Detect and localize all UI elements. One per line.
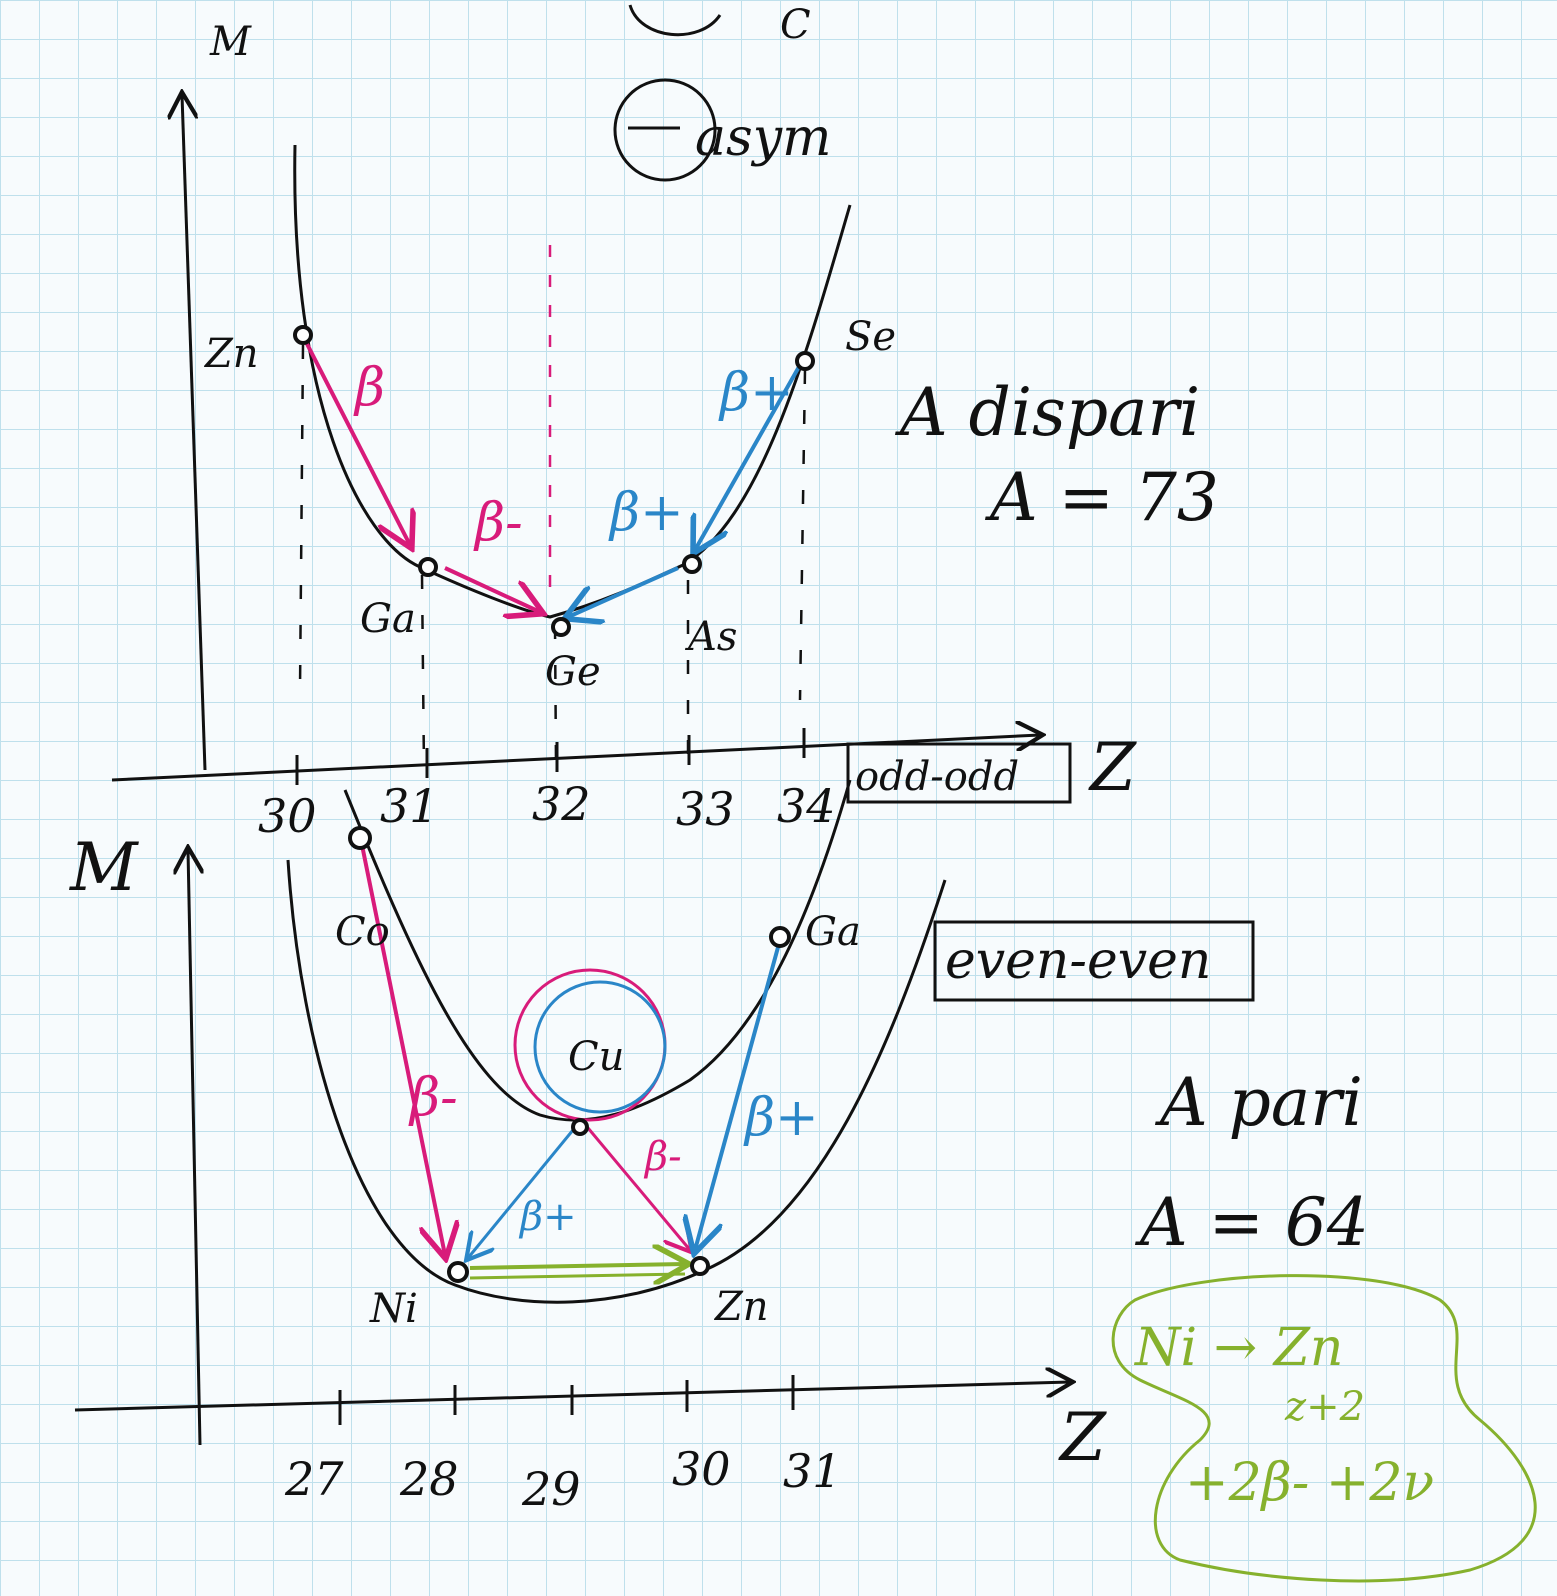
top-parabola <box>293 144 852 619</box>
top-tick-30: 30 <box>258 789 317 843</box>
top-y-axis <box>182 95 207 771</box>
top-mass-number: A = 73 <box>984 459 1219 536</box>
top-y-axis-label: M <box>209 19 252 65</box>
bottom-nuclide-ga: Ga <box>805 909 861 955</box>
asym-label: asym <box>695 108 831 168</box>
bottom-parabola-upper <box>343 779 852 1122</box>
top-decay-zn-ga <box>303 339 410 545</box>
bottom-double-beta-arrow <box>469 1264 685 1268</box>
top-tick-31: 31 <box>380 779 439 833</box>
double-beta-z-change: z+2 <box>1284 1384 1365 1430</box>
header-partial-circle <box>628 4 722 37</box>
bottom-tick-28: 28 <box>399 1452 459 1506</box>
top-nuclide-points <box>293 325 815 637</box>
top-title: A dispari <box>894 374 1200 451</box>
bottom-decay-ga-zn <box>695 939 782 1250</box>
bottom-decay-label-cu-ni: β+ <box>518 1194 577 1240</box>
top-tick-33: 33 <box>676 782 735 836</box>
bottom-nuclide-co: Co <box>335 909 390 955</box>
top-decay-as-ge <box>568 566 679 617</box>
bottom-box <box>933 920 1255 1002</box>
bottom-tick-27: 27 <box>284 1452 344 1506</box>
bottom-title: A pari <box>1154 1064 1363 1141</box>
top-nuclide-ge: Ge <box>545 649 601 695</box>
top-diagram: M Z 30 31 32 33 34 <box>111 19 1219 843</box>
top-tick-32: 32 <box>532 777 591 831</box>
top-nuclide-ga: Ga <box>360 596 416 642</box>
top-decay-ga-ge <box>444 566 540 612</box>
top-nuclide-as: As <box>684 614 737 660</box>
double-beta-blob <box>1111 1274 1537 1583</box>
bottom-tick-29: 29 <box>521 1462 581 1516</box>
bottom-y-axis <box>188 850 200 1446</box>
bottom-nuclide-zn: Zn <box>713 1284 769 1330</box>
bottom-decay-cu-zn <box>586 1127 690 1250</box>
top-tick-marks <box>295 728 806 785</box>
bottom-decay-co-ni <box>360 844 445 1255</box>
header-marks: C asym <box>613 2 831 182</box>
cu-circle-blue <box>533 980 667 1114</box>
bottom-tick-30: 30 <box>672 1442 731 1496</box>
double-beta-emission: +2β- +2ν <box>1185 1453 1434 1513</box>
top-nuclide-se: Se <box>845 314 896 360</box>
bottom-parabola-lower <box>286 859 947 1304</box>
top-box <box>846 742 1072 804</box>
top-decay-se-as <box>695 364 802 550</box>
top-box-label: odd-odd <box>855 754 1019 800</box>
top-dashed-guides <box>298 344 807 771</box>
top-decay-label-zn-ga: β <box>353 358 385 418</box>
top-nuclide-zn: Zn <box>203 331 259 377</box>
bottom-x-axis-label: Z <box>1058 1399 1107 1476</box>
bottom-decay-label-cu-zn: β- <box>643 1134 682 1180</box>
bottom-nuclide-ni: Ni <box>369 1286 418 1332</box>
bottom-mass-number: A = 64 <box>1134 1184 1369 1261</box>
bottom-decay-cu-ni <box>468 1129 575 1258</box>
bottom-tick-marks <box>338 1375 795 1425</box>
top-decay-label-as-ge: β+ <box>608 483 684 543</box>
top-decay-label-se-as: β+ <box>718 363 794 423</box>
bottom-y-axis-label: M <box>69 829 139 906</box>
top-tick-34: 34 <box>777 779 836 833</box>
bottom-box-label: even-even <box>945 931 1211 991</box>
top-decay-label-ga-ge: β- <box>473 493 523 553</box>
bottom-nuclide-points <box>348 826 791 1283</box>
top-x-axis-label: Z <box>1088 729 1137 806</box>
bottom-decay-label-co-ni: β- <box>408 1068 458 1128</box>
bottom-decay-label-ga-zn: β+ <box>743 1088 819 1148</box>
minus-circle-icon <box>613 78 717 182</box>
bottom-double-beta-arrow-2 <box>469 1272 686 1280</box>
bottom-diagram: M Z 27 28 29 30 31 β- β+ <box>69 779 1537 1583</box>
double-beta-reaction: Ni → Zn <box>1133 1318 1343 1378</box>
bottom-tick-31: 31 <box>783 1444 842 1498</box>
header-c-label: C <box>780 2 811 48</box>
bottom-nuclide-cu: Cu <box>568 1034 624 1080</box>
